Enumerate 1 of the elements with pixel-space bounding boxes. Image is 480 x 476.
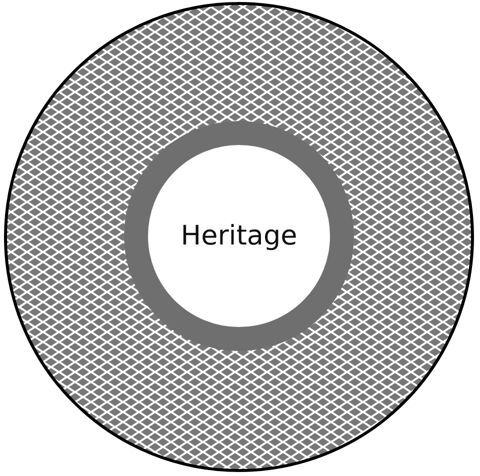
circle-label: Heritage <box>180 220 298 252</box>
